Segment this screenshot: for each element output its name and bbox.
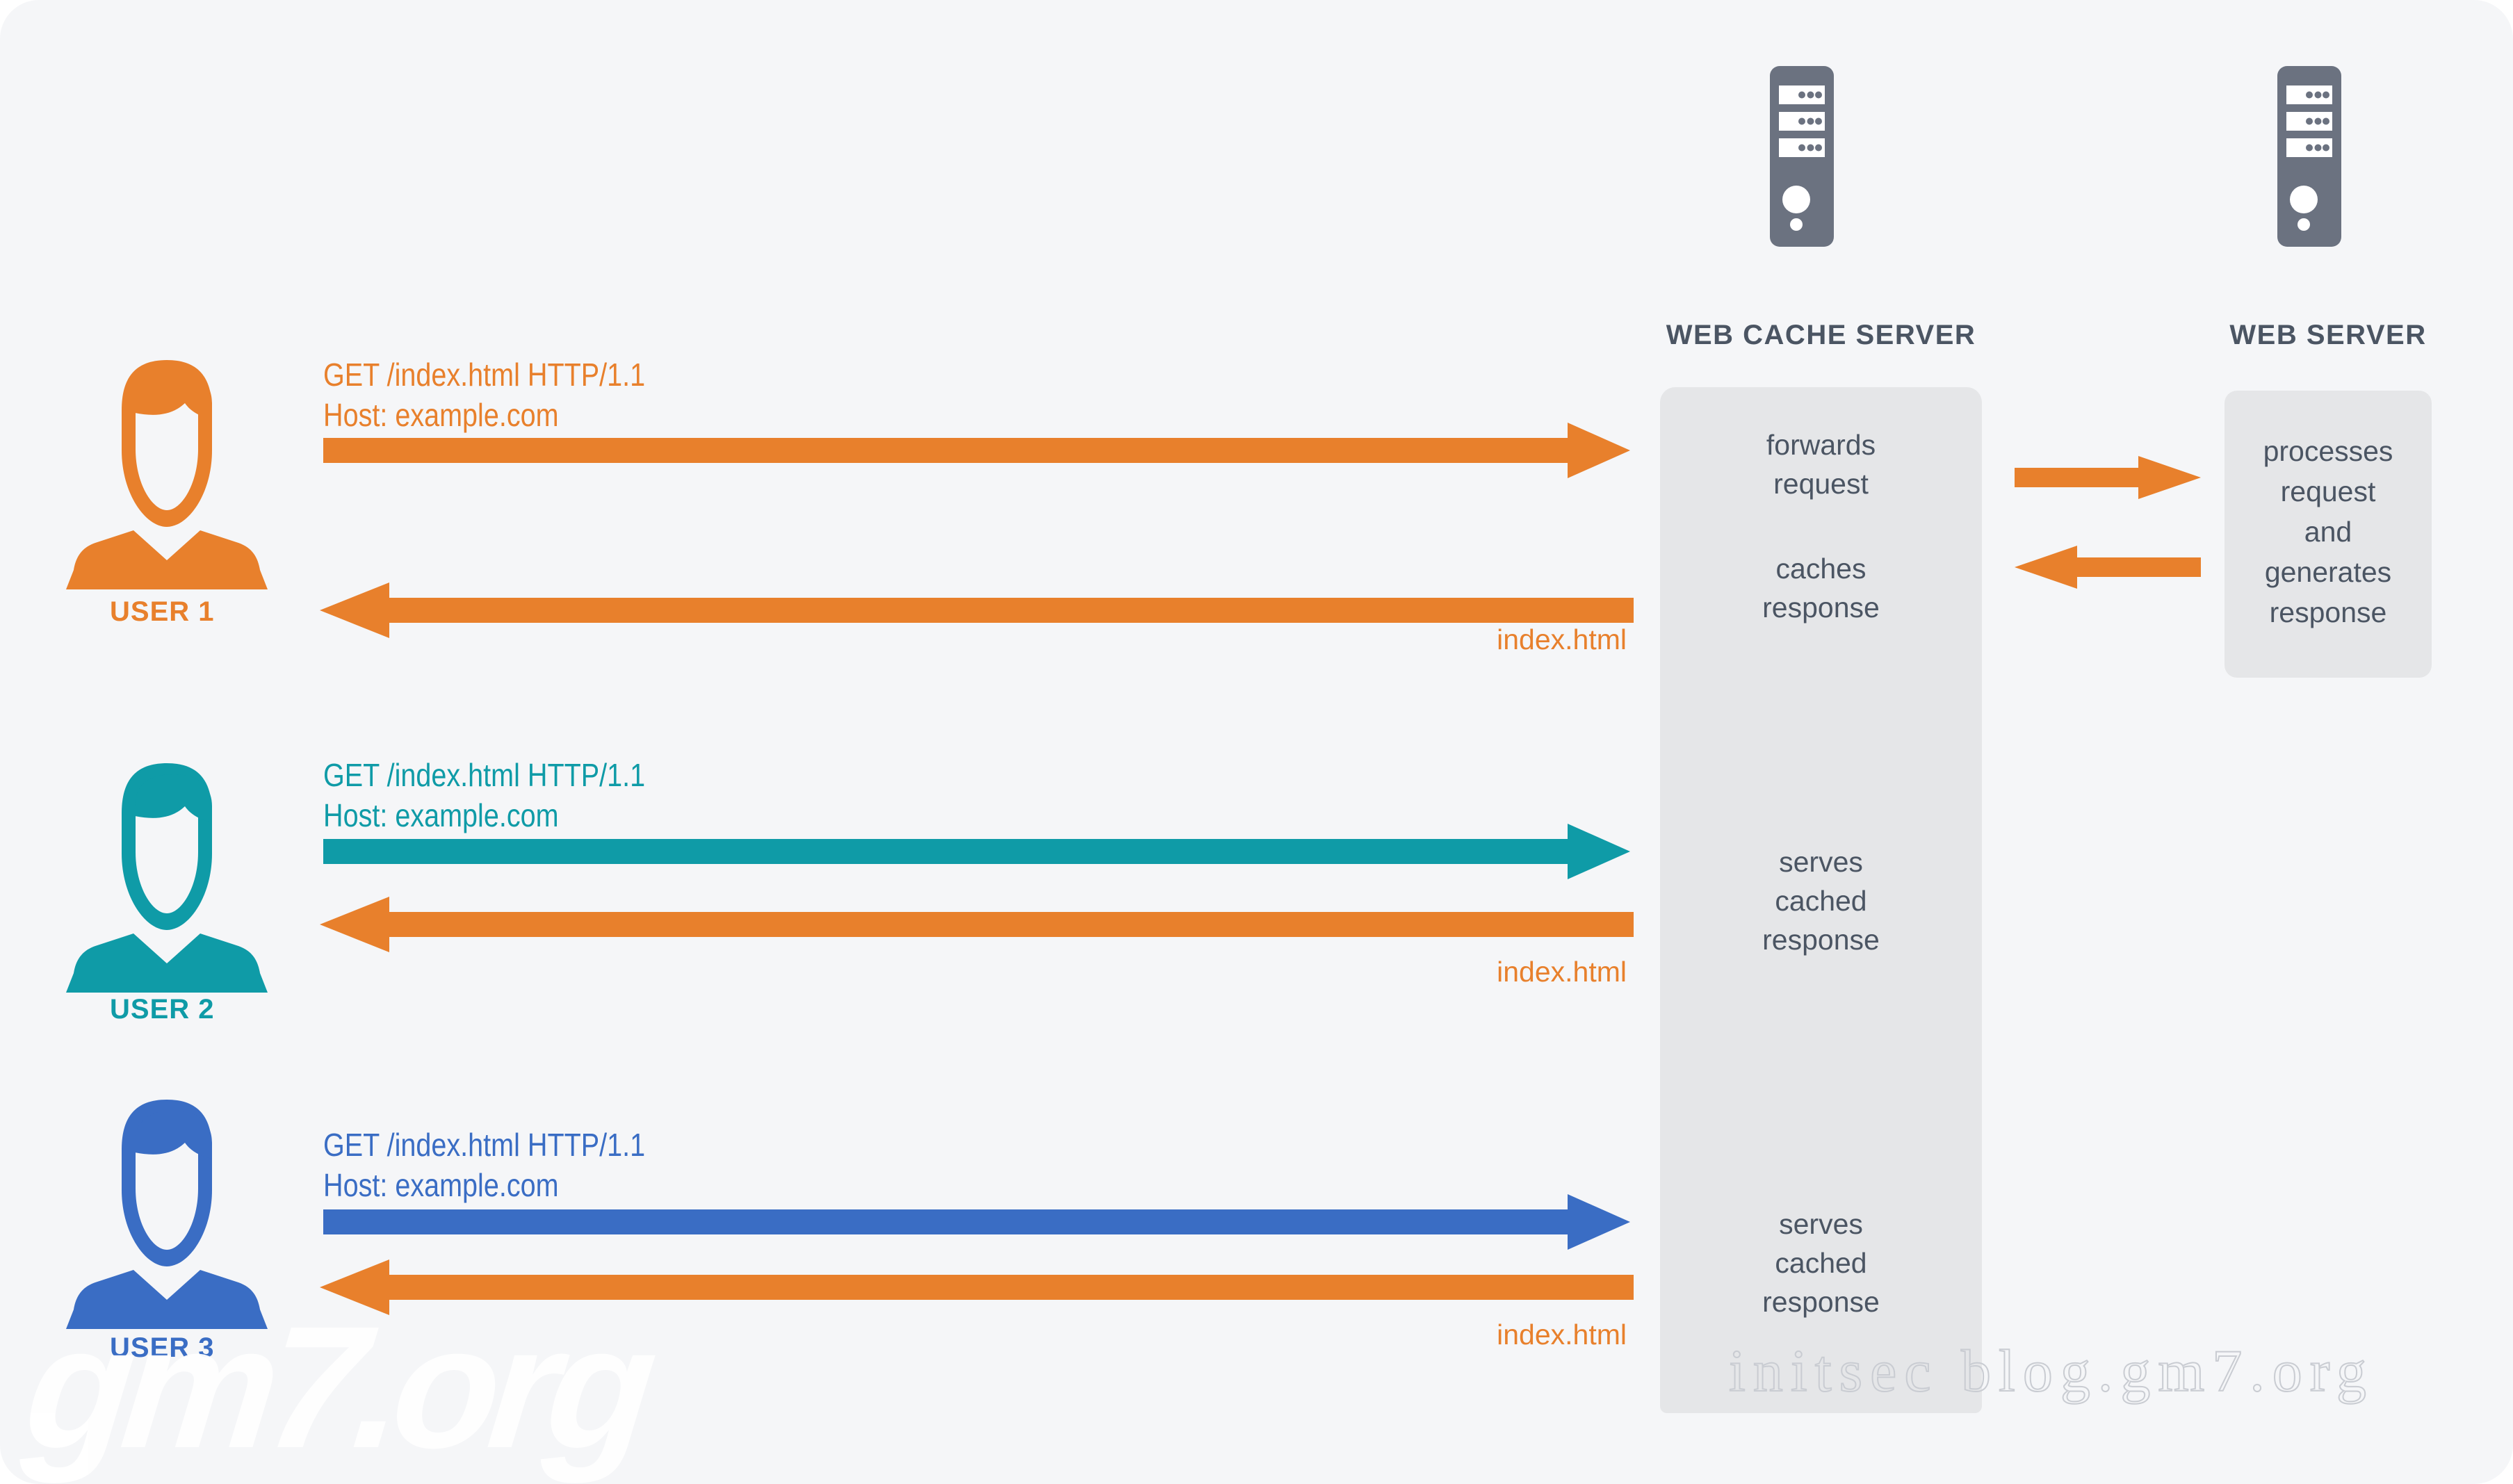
response-label-user1: index.html bbox=[1497, 623, 1627, 655]
cache-phase-caches-response: caches response bbox=[1762, 553, 1880, 623]
request-text-user1: GET /index.html HTTP/1.1 Host: example.c… bbox=[323, 357, 646, 433]
user-label-user1: USER 1 bbox=[110, 596, 215, 627]
web-server-phase-processes-request: processes request and generates response bbox=[2263, 435, 2393, 628]
user-label-user3: USER 3 bbox=[110, 1332, 215, 1363]
server-tower-icon bbox=[1770, 66, 1834, 250]
response-arrow-user3 bbox=[320, 1259, 1634, 1315]
avatar bbox=[66, 763, 268, 996]
cache-phase-forwards-request: forwards request bbox=[1766, 429, 1876, 500]
user-label-user2: USER 2 bbox=[110, 994, 215, 1025]
response-arrow-user2 bbox=[320, 897, 1634, 952]
cache-phase-serves-cached-response-3: serves cached response bbox=[1762, 1208, 1880, 1318]
request-arrow-user1 bbox=[323, 423, 1630, 478]
web-server-title: WEB SERVER bbox=[2229, 320, 2427, 350]
request-text-user3: GET /index.html HTTP/1.1 Host: example.c… bbox=[323, 1127, 646, 1203]
web-cache-server-column bbox=[1660, 387, 1982, 1413]
cache-phase-serves-cached-response-2: serves cached response bbox=[1762, 846, 1880, 956]
web-server-box bbox=[2225, 391, 2432, 678]
arrow-web-server-to-cache bbox=[2015, 546, 2201, 589]
response-label-user2: index.html bbox=[1497, 956, 1627, 988]
arrow-cache-to-web-server bbox=[2015, 456, 2201, 499]
response-label-user3: index.html bbox=[1497, 1319, 1627, 1351]
request-arrow-user2 bbox=[323, 824, 1630, 879]
server-tower-icon bbox=[2277, 66, 2341, 250]
avatar bbox=[66, 1100, 268, 1332]
avatar bbox=[66, 360, 268, 593]
request-text-user2: GET /index.html HTTP/1.1 Host: example.c… bbox=[323, 757, 646, 833]
request-arrow-user3 bbox=[323, 1194, 1630, 1250]
web-cache-server-title: WEB CACHE SERVER bbox=[1666, 320, 1976, 350]
response-arrow-user1 bbox=[320, 582, 1634, 638]
